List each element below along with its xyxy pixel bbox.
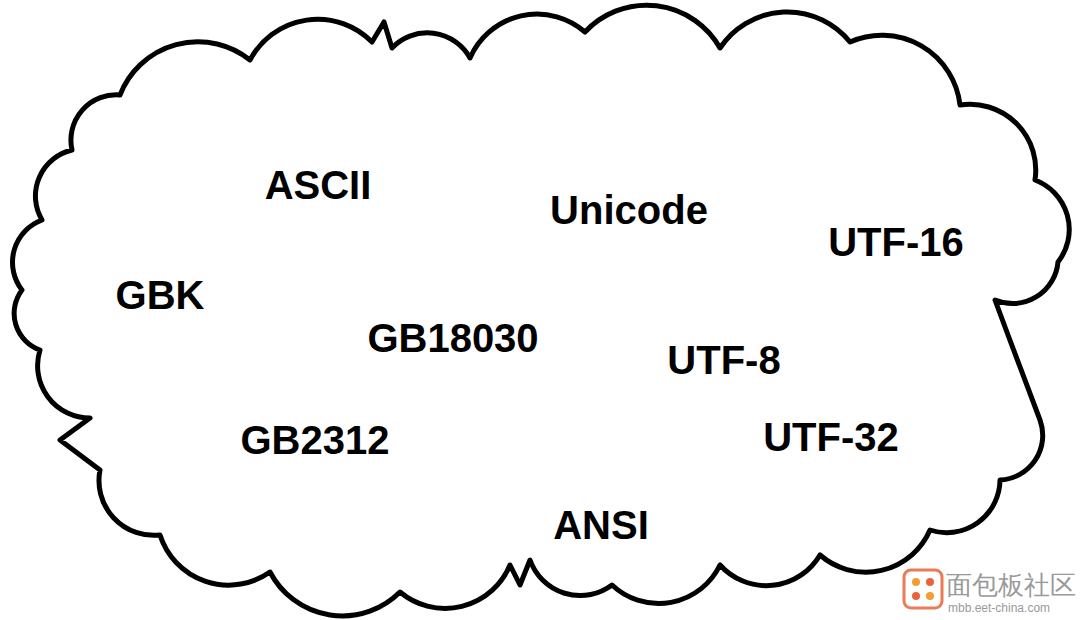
encoding-name: ANSI [553,505,649,545]
encoding-name: UTF-16 [828,222,964,262]
watermark: mbb.eet-china.com [948,602,1050,614]
encoding-name: ASCII [265,165,372,205]
cloud-path [13,5,1070,616]
watermark: 面包板社区 [946,572,1076,598]
encoding-name: UTF-32 [763,417,899,457]
encoding-name: GBK [116,275,205,315]
watermark-icon [902,568,944,610]
encoding-name: GB18030 [367,318,538,358]
encoding-name: Unicode [550,190,708,230]
encoding-name: GB2312 [241,420,390,460]
encoding-name: UTF-8 [667,340,780,380]
